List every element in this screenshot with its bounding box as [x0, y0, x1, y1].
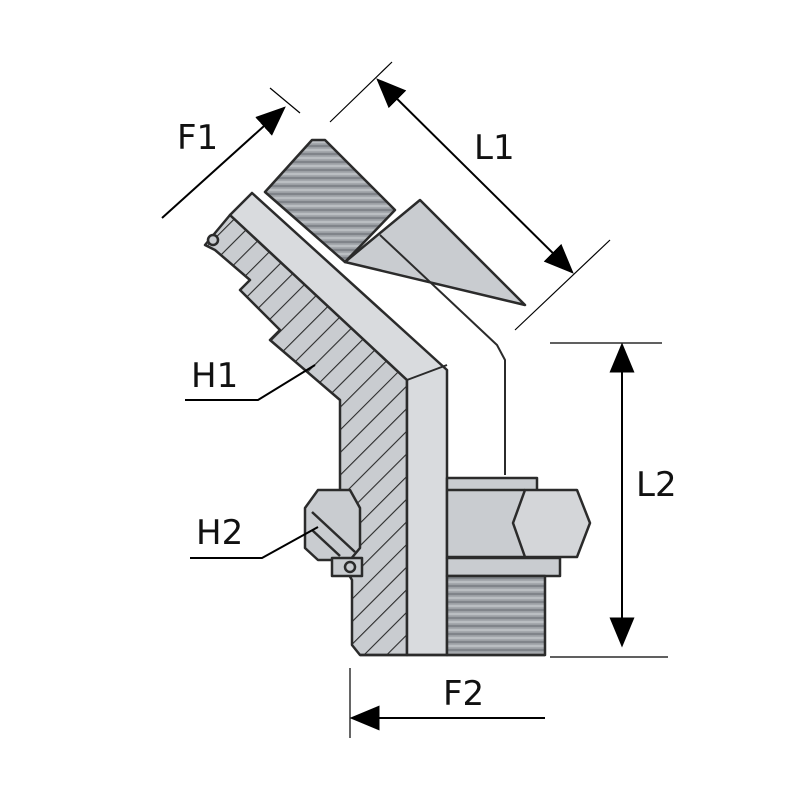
l1-extension-top: [329, 61, 393, 123]
h1-leader-line: [185, 364, 316, 401]
h2-leader-line: [190, 526, 319, 559]
lower-thread: [445, 574, 547, 657]
l2-label: L2: [636, 465, 677, 505]
upper-thread: [263, 138, 397, 264]
h2-label: H2: [196, 513, 244, 553]
hex-nut: [445, 476, 592, 560]
f1-dimension-arrow: [161, 106, 286, 219]
f2-label: F2: [443, 674, 485, 714]
f1-label: F1: [177, 118, 219, 158]
l1-dimension-arrow: [376, 78, 574, 274]
lock-ring: [445, 556, 562, 578]
h1-label: H1: [191, 356, 239, 396]
l1-label: L1: [474, 128, 515, 168]
seal-ring-top: [206, 233, 220, 247]
f1-extension-line: [269, 87, 301, 114]
l1-extension-bottom: [514, 239, 611, 331]
o-ring-h2: [303, 488, 364, 578]
